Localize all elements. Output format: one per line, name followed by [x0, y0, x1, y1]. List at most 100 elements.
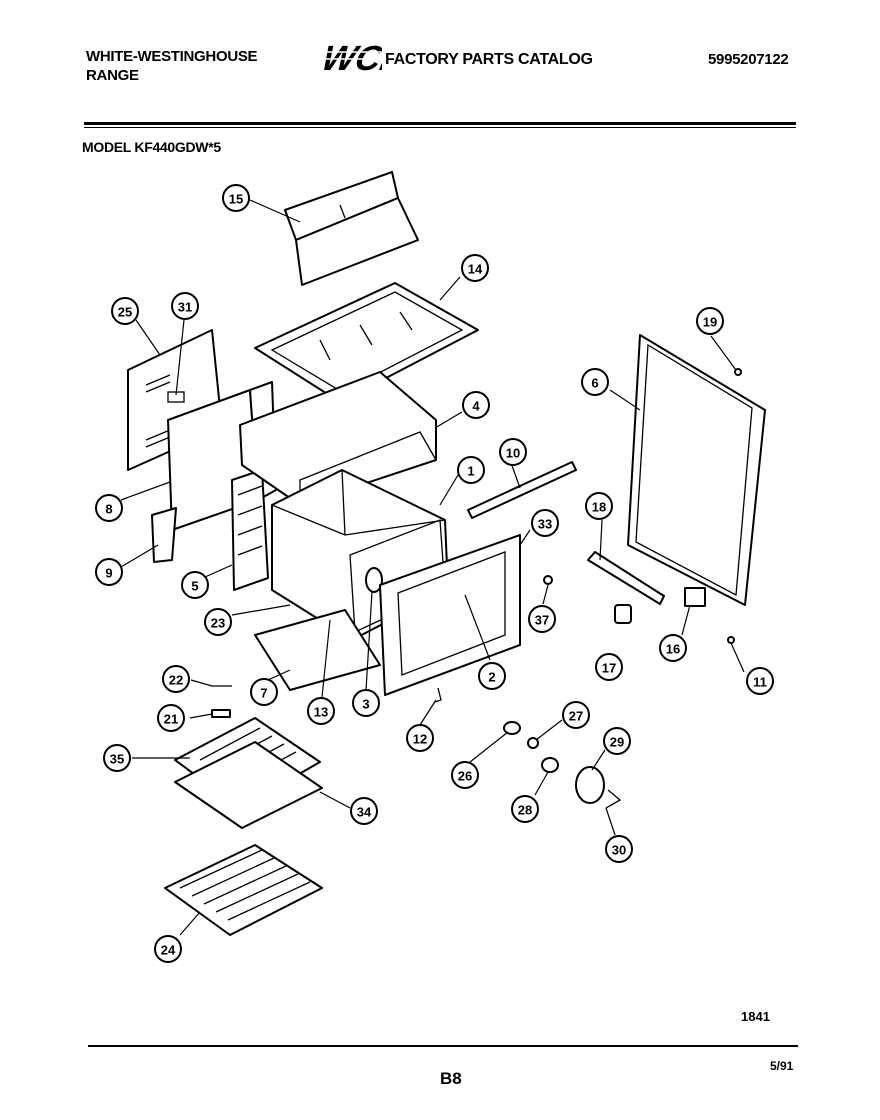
callout-label: 34 [357, 805, 372, 820]
brand-line-2: RANGE [86, 67, 139, 84]
callout-label: 18 [592, 500, 606, 515]
part-insulation-wrap [239, 371, 437, 506]
callout-label: 4 [472, 399, 480, 414]
callout-layer: 1234567891011121314151617181921222324252… [95, 184, 774, 963]
part-block-21 [211, 709, 231, 718]
callout-label: 17 [602, 661, 616, 676]
brand-line-1: WHITE-WESTINGHOUSE [86, 48, 258, 65]
part-front-frame [379, 534, 521, 696]
part-side-panel [627, 334, 766, 606]
part-top-frame [254, 282, 479, 403]
part-clip [614, 604, 632, 624]
callout-label: 9 [105, 566, 112, 581]
callout-13: 13 [307, 697, 335, 725]
callout-33: 33 [531, 509, 559, 537]
callout-12: 12 [406, 724, 434, 752]
part-broiler-pan [174, 741, 323, 829]
callout-5: 5 [181, 571, 209, 599]
callout-label: 27 [569, 709, 583, 724]
callout-11: 11 [746, 667, 774, 695]
model-number: MODEL KF440GDW*5 [82, 139, 221, 155]
callout-label: 31 [178, 300, 192, 315]
part-nut-27 [527, 737, 539, 749]
callout-23: 23 [204, 608, 232, 636]
callout-label: 5 [191, 579, 198, 594]
callout-label: 10 [506, 446, 520, 461]
part-knob-29 [575, 766, 605, 804]
callout-label: 3 [362, 697, 369, 712]
part-drip-shield [284, 171, 419, 286]
part-leveling-bracket [151, 507, 177, 563]
part-clip-12 [434, 687, 442, 703]
callout-label: 28 [518, 803, 532, 818]
callout-14: 14 [461, 254, 489, 282]
callout-34: 34 [350, 797, 378, 825]
part-hinge-receiver [684, 587, 706, 607]
part-bottom-panel [254, 609, 381, 691]
callout-label: 24 [161, 943, 176, 958]
callout-label: 37 [535, 613, 549, 628]
callout-label: 11 [753, 675, 767, 690]
part-insulation-side [231, 469, 269, 591]
callout-4: 4 [462, 391, 490, 419]
callout-label: 15 [229, 192, 243, 207]
revision-date: 5/91 [770, 1059, 794, 1073]
callout-8: 8 [95, 494, 123, 522]
callout-18: 18 [585, 492, 613, 520]
callout-label: 14 [468, 262, 483, 277]
callout-label: 29 [610, 735, 624, 750]
callout-27: 27 [562, 701, 590, 729]
callout-26: 26 [451, 761, 479, 789]
page-number: B8 [440, 1069, 462, 1088]
part-spring-30 [605, 789, 622, 809]
part-bake-element-terminal [365, 567, 383, 593]
callout-29: 29 [603, 727, 631, 755]
callout-3: 3 [352, 689, 380, 717]
callout-6: 6 [581, 368, 609, 396]
part-screw-19 [734, 368, 742, 376]
callout-label: 2 [488, 670, 495, 685]
callout-label: 23 [211, 616, 225, 631]
drawing-code: 1841 [741, 1009, 770, 1024]
callout-15: 15 [222, 184, 250, 212]
callout-label: 21 [164, 712, 178, 727]
callout-label: 33 [538, 517, 552, 532]
callout-17: 17 [595, 653, 623, 681]
part-bulb-28 [541, 757, 559, 773]
callout-label: 13 [314, 705, 328, 720]
header-rule-thin [84, 127, 796, 128]
callout-2: 2 [478, 662, 506, 690]
callout-label: 22 [169, 673, 183, 688]
callout-label: 16 [666, 642, 680, 657]
part-trim-strip [467, 461, 577, 519]
callout-label: 26 [458, 769, 472, 784]
part-bezel-26 [503, 721, 521, 735]
callout-30: 30 [605, 835, 633, 863]
header-rule [84, 122, 796, 125]
callout-37: 37 [528, 605, 556, 633]
callout-31: 31 [171, 292, 199, 320]
callout-label: 7 [260, 686, 267, 701]
callout-label: 1 [467, 464, 474, 479]
callout-28: 28 [511, 795, 539, 823]
callout-24: 24 [154, 935, 182, 963]
part-rail [587, 551, 665, 605]
wci-logo-text: WCI [318, 38, 382, 74]
catalog-title: FACTORY PARTS CATALOG [385, 51, 593, 68]
callout-label: 12 [413, 732, 427, 747]
part-screw-37 [543, 575, 553, 585]
callout-1: 1 [457, 456, 485, 484]
callout-25: 25 [111, 297, 139, 325]
part-screw-11 [727, 636, 735, 644]
callout-19: 19 [696, 307, 724, 335]
callout-label: 6 [591, 376, 598, 391]
callout-label: 35 [110, 752, 124, 767]
callout-7: 7 [250, 678, 278, 706]
part-number: 5995207122 [708, 51, 789, 68]
footer-rule [88, 1045, 798, 1047]
callout-22: 22 [162, 665, 190, 693]
part-oven-rack [164, 844, 323, 936]
leader-lines [120, 199, 745, 936]
callout-9: 9 [95, 558, 123, 586]
